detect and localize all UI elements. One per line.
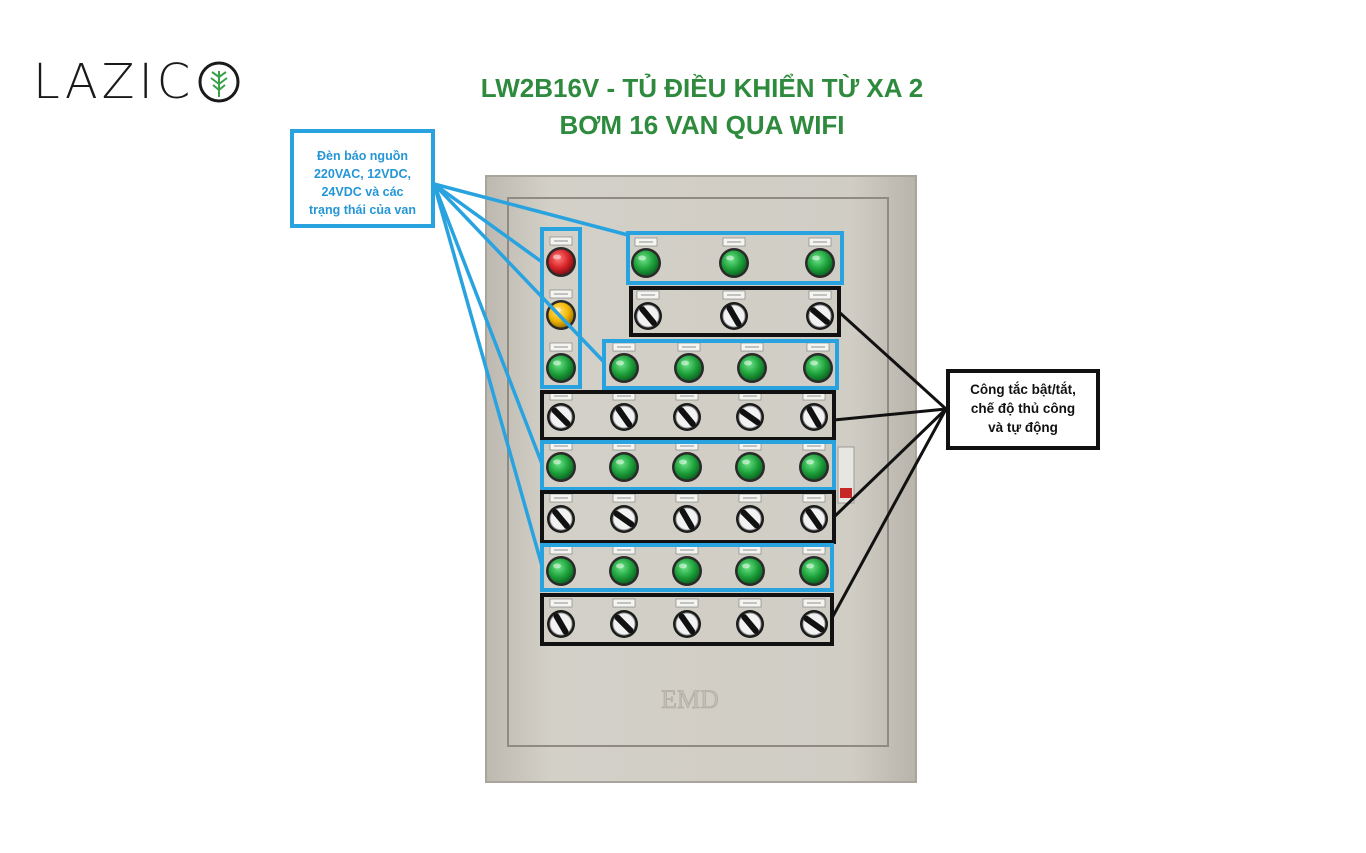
valve-lamp-green [546, 545, 576, 586]
power-lamp-yellow [546, 289, 576, 330]
lamp-row-frame [540, 440, 836, 491]
selector-switch [634, 290, 662, 330]
title-line-2: BƠM 16 VAN QUA WIFI [559, 110, 845, 140]
selector-switch [736, 598, 764, 638]
valve-lamp-green [674, 342, 704, 383]
lazico-logo: LAZIC [33, 58, 242, 106]
callout-line: và tự động [988, 420, 1058, 435]
selector-switch [610, 598, 638, 638]
selector-switch [736, 391, 764, 431]
door-lock [840, 488, 852, 498]
valve-lamp-green [609, 545, 639, 586]
cabinet-brand: EMD [661, 685, 719, 714]
selector-switch [720, 290, 748, 330]
selector-switch [673, 391, 701, 431]
product-title: LW2B16V - TỦ ĐIỀU KHIỂN TỪ XA 2 BƠM 16 V… [400, 70, 1004, 144]
power-lamp-red [546, 236, 576, 277]
switch-row-frame [540, 593, 834, 646]
valve-lamp-green [799, 441, 829, 482]
selector-switch [673, 493, 701, 533]
leader-line [833, 407, 947, 422]
valve-lamp-green [546, 441, 576, 482]
valve-lamp-green [609, 342, 639, 383]
valve-lamp-green [803, 342, 833, 383]
selector-switch [547, 391, 575, 431]
selector-switch [547, 493, 575, 533]
leader-line [432, 182, 606, 364]
leader-line [837, 310, 948, 411]
switch-row-frame [629, 286, 841, 337]
selector-switch [736, 493, 764, 533]
logo-text: LAZIC [33, 54, 195, 110]
leader-line [830, 408, 948, 619]
callout-line: Đèn báo nguồn [317, 149, 408, 163]
valve-lamp-green [631, 237, 661, 278]
selector-switch [610, 391, 638, 431]
lamp-row-frame [540, 543, 834, 592]
valve-lamp-green [735, 441, 765, 482]
callout-line: 24VDC và các [321, 185, 404, 199]
callout-line: chế độ thủ công [970, 401, 1076, 416]
leader-line [432, 183, 544, 465]
selector-switch [800, 391, 828, 431]
valve-lamp-green [719, 237, 749, 278]
lamp-row-frame [626, 231, 844, 285]
selector-switch [806, 290, 834, 330]
selector-switch [547, 598, 575, 638]
valve-lamp-green [672, 545, 702, 586]
switch-row-frame [540, 390, 836, 441]
indicator-lights-callout: Đèn báo nguồn 220VAC, 12VDC, 24VDC và cá… [290, 129, 435, 228]
callout-line: 220VAC, 12VDC, [313, 167, 412, 181]
leader-line [432, 182, 544, 264]
switches-callout: Công tắc bật/tắt, chế độ thủ công và tự … [946, 369, 1100, 450]
valve-lamp-green [799, 545, 829, 586]
callout-line: Công tắc bật/tắt, [970, 382, 1076, 397]
selector-switch [800, 493, 828, 533]
valve-lamp-green [737, 342, 767, 383]
selector-switch [800, 598, 828, 638]
selector-switch [610, 493, 638, 533]
cabinet-door [507, 197, 889, 747]
lamp-row-frame [602, 339, 839, 390]
selector-switch [673, 598, 701, 638]
valve-lamp-green [672, 441, 702, 482]
valve-lamp-green [805, 237, 835, 278]
leader-line [832, 407, 948, 519]
title-line-1: LW2B16V - TỦ ĐIỀU KHIỂN TỪ XA 2 [480, 73, 924, 103]
valve-lamp-green [609, 441, 639, 482]
power-lamps-frame [540, 227, 582, 389]
leaf-circle-logo-icon [198, 61, 240, 103]
valve-lamp-green [735, 545, 765, 586]
callout-line: trạng thái của van [309, 203, 416, 217]
leader-line [433, 182, 629, 237]
leader-line [432, 183, 544, 567]
power-lamp-green [546, 342, 576, 383]
